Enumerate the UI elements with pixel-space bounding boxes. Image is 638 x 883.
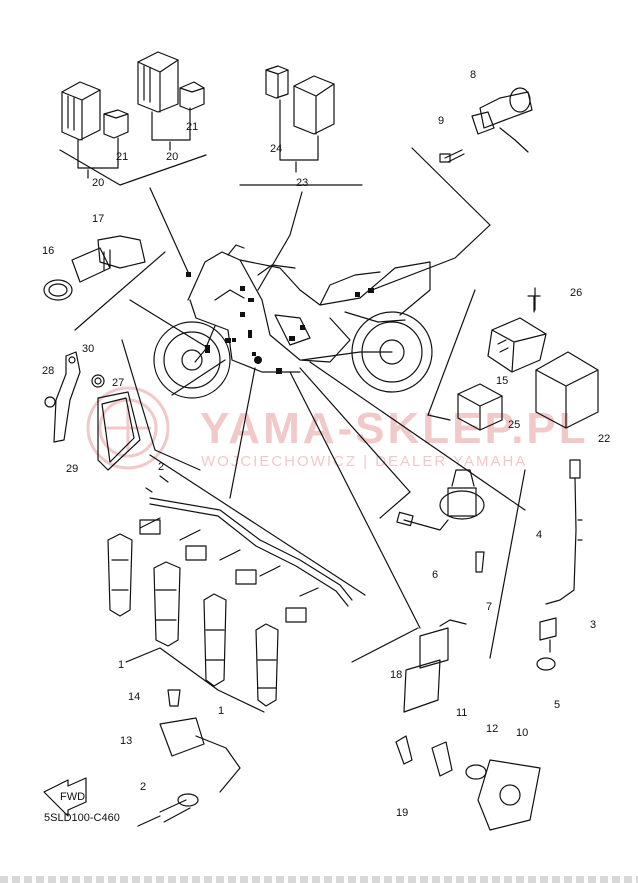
leader-lines [59, 147, 536, 663]
sensor-part-4 [536, 459, 583, 671]
callout-18: 18 [390, 669, 402, 681]
sensor-part-17 [43, 235, 146, 301]
callout-3: 3 [590, 619, 596, 631]
callout-23: 23 [296, 177, 308, 189]
callout-28: 28 [42, 365, 54, 377]
wiring-harness-part-2 [139, 475, 353, 623]
callout-20: 20 [92, 177, 104, 189]
ignition-coils-part-1 [107, 533, 279, 713]
control-units-right [457, 295, 599, 431]
sensor-part-8 [439, 87, 533, 163]
callout-21: 21 [116, 151, 128, 163]
callout-19: 19 [396, 807, 408, 819]
fwd-arrow-icon: FWD [43, 777, 87, 817]
bottom-strip [0, 876, 638, 883]
callout-24: 24 [270, 143, 282, 155]
callout-1: 1 [118, 659, 124, 671]
callout-30: 30 [82, 343, 94, 355]
callout-12: 12 [486, 723, 498, 735]
sensor-part-6 [396, 469, 485, 573]
callout-22: 22 [598, 433, 610, 445]
callout-29: 29 [66, 463, 78, 475]
callout-6: 6 [432, 569, 438, 581]
callout-8: 8 [470, 69, 476, 81]
callout-1: 1 [218, 705, 224, 717]
callout-16: 16 [42, 245, 54, 257]
callout-2: 2 [140, 781, 146, 793]
relay-group-middle [137, 51, 205, 151]
callout-10: 10 [516, 727, 528, 739]
callout-11: 11 [456, 707, 467, 719]
callout-26: 26 [570, 287, 582, 299]
sensor-part-13 [137, 689, 241, 827]
watermark-logo [86, 386, 170, 470]
callout-13: 13 [120, 735, 132, 747]
relay-group-right [265, 65, 335, 173]
bracket-part-29 [44, 351, 141, 471]
callout-27: 27 [112, 377, 124, 389]
callout-5: 5 [554, 699, 560, 711]
callout-9: 9 [438, 115, 444, 127]
fwd-label: FWD [60, 791, 85, 803]
callout-25: 25 [508, 419, 520, 431]
callout-20: 20 [166, 151, 178, 163]
callout-21: 21 [186, 121, 198, 133]
location-markers [186, 272, 374, 374]
crank-sensor-assembly [395, 619, 541, 831]
watermark-title: YAMA-SKLEP.PL [200, 404, 589, 453]
callout-14: 14 [128, 691, 140, 703]
callout-15: 15 [496, 375, 508, 387]
callout-7: 7 [486, 601, 492, 613]
callout-numbers: 1122345678910111213141516171819202021212… [42, 69, 610, 819]
diagram-code: 5SLD100-C460 [44, 812, 120, 824]
watermark-subtitle: WOJCIECHOWICZ | DEALER YAMAHA [201, 453, 528, 470]
callout-17: 17 [92, 213, 104, 225]
motorcycle [153, 244, 433, 399]
callout-4: 4 [536, 529, 542, 541]
relay-group-left [61, 81, 129, 179]
callout-2: 2 [158, 461, 164, 473]
